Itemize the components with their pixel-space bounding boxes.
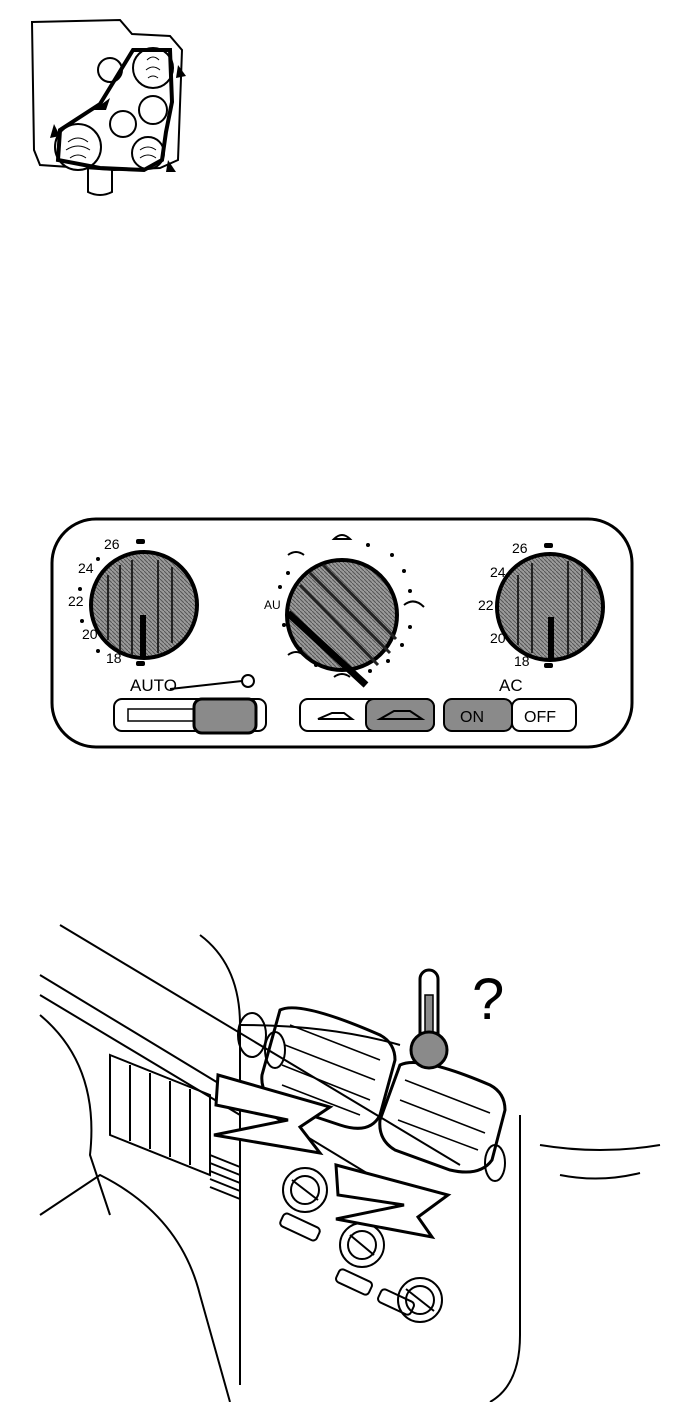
ac-label: AC xyxy=(499,676,523,695)
dashboard-vents-illustration: ? xyxy=(39,924,661,1402)
oil-filter-stub xyxy=(87,168,113,196)
center-auto-label: AU xyxy=(264,598,281,612)
fan-icon xyxy=(241,674,256,688)
right-temp-22: 22 xyxy=(478,597,494,613)
dash-top-line-1 xyxy=(59,924,461,1166)
crank-pulley xyxy=(54,123,102,171)
pulleys xyxy=(54,47,174,171)
left-side-vent xyxy=(109,1053,211,1177)
left-knob-indicator xyxy=(140,615,146,657)
fan-speed-slider[interactable] xyxy=(113,697,267,735)
left-temp-24: 24 xyxy=(78,560,94,576)
lower-climate-controls xyxy=(279,1167,443,1323)
left-temp-scale: 26 24 22 20 18 xyxy=(68,536,145,666)
thermometer-icon xyxy=(409,968,449,1070)
alternator-pulley xyxy=(97,57,123,83)
pump-pulley xyxy=(131,136,165,170)
fan-speed-handle[interactable] xyxy=(192,697,258,735)
air-distribution-knob[interactable] xyxy=(285,558,399,688)
engine-outline xyxy=(30,18,184,172)
right-temp-18: 18 xyxy=(514,653,530,669)
auto-label: AUTO xyxy=(130,676,177,695)
right-temp-24: 24 xyxy=(490,564,506,580)
left-pillar xyxy=(39,1014,111,1216)
ac-off-label: OFF xyxy=(524,709,556,726)
face-vent-icon xyxy=(287,551,305,556)
center-knob-indicator xyxy=(285,610,369,688)
left-temperature-knob[interactable] xyxy=(89,550,199,660)
top-pulley xyxy=(132,47,174,89)
ac-off-button[interactable]: OFF xyxy=(511,698,577,732)
defrost-icon xyxy=(331,534,353,540)
left-temp-18: 18 xyxy=(106,650,122,666)
rotation-arrows xyxy=(50,65,186,172)
ac-on-button[interactable]: ON xyxy=(443,698,513,732)
floor-defrost-icon xyxy=(333,673,351,678)
dash-top-line-3 xyxy=(39,994,241,1116)
question-mark: ? xyxy=(472,967,504,1032)
recirculation-button[interactable] xyxy=(299,698,435,732)
right-temp-20: 20 xyxy=(490,630,506,646)
belt-routing-diagram xyxy=(30,18,186,196)
left-temp-20: 20 xyxy=(82,626,98,642)
airflow-arrow-upper xyxy=(213,1073,334,1156)
left-vent-grille xyxy=(209,1154,241,1200)
recirc-car-icon xyxy=(376,710,426,720)
vent-knobs-top xyxy=(237,1012,506,1182)
left-temp-22: 22 xyxy=(68,593,84,609)
floor-vent-icon xyxy=(403,600,425,608)
idler-pulley xyxy=(138,95,168,125)
right-temperature-knob[interactable] xyxy=(495,552,605,662)
right-temp-scale: 26 24 22 20 18 xyxy=(478,540,553,669)
drive-belt xyxy=(55,48,175,173)
right-temp-26: 26 xyxy=(512,540,528,556)
left-trim xyxy=(39,1173,231,1402)
dash-top-line-2 xyxy=(39,974,371,1176)
center-vent-right xyxy=(378,1061,507,1174)
left-temp-26: 26 xyxy=(104,536,120,552)
tensioner-pulley xyxy=(109,110,137,138)
ac-on-label: ON xyxy=(460,709,484,726)
fresh-air-car-icon xyxy=(317,712,355,720)
feet-vent-icon xyxy=(287,651,305,656)
airflow-arrow-lower xyxy=(334,1163,452,1240)
air-distribution-scale: AU xyxy=(264,534,425,678)
climate-control-panel: 26 24 22 20 18 AU 26 24 22 20 18 xyxy=(50,517,634,749)
console-right-edge xyxy=(489,1115,521,1402)
right-knob-indicator xyxy=(548,617,554,661)
